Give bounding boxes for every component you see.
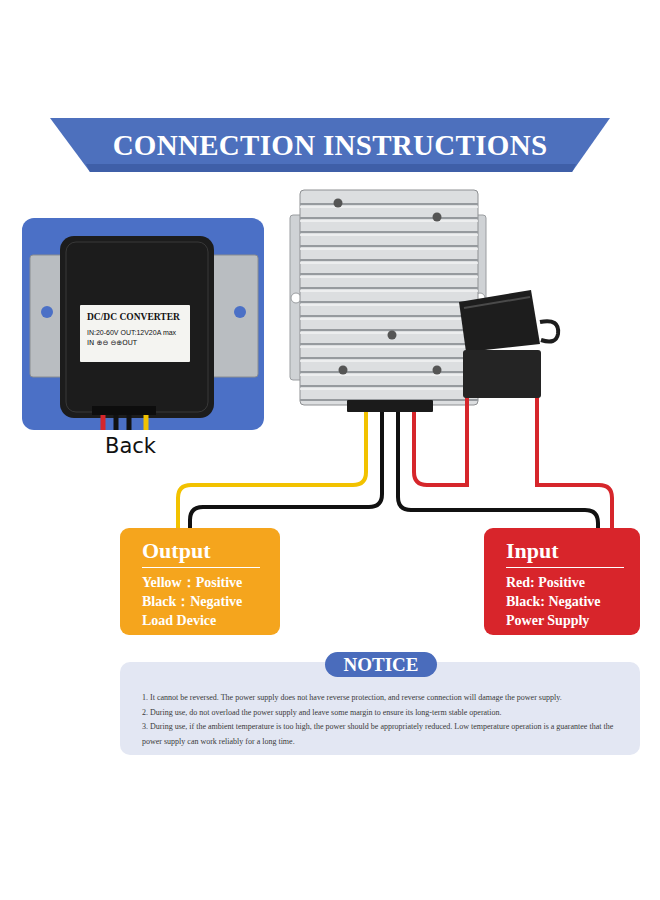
wire-note: Red: Positive: [506, 573, 632, 592]
screw: [433, 366, 442, 375]
banner-shade: [86, 164, 576, 172]
fuse-holder-body: [463, 350, 541, 398]
mounting-hole: [291, 293, 301, 303]
wire-note: Load Device: [142, 611, 272, 630]
note-text: 2. During use, do not overload the power…: [142, 706, 622, 721]
label-title: DC/DC CONVERTER: [87, 312, 184, 322]
wire-note: Black: Negative: [506, 592, 632, 611]
fin-highlights: [300, 207, 478, 389]
fuse-strap: [540, 321, 558, 341]
input-box: InputRed: PositiveBlack: NegativePower S…: [484, 528, 640, 635]
note-text: 3. During use, if the ambient temperatur…: [142, 720, 622, 749]
mounting-hole: [475, 293, 485, 303]
wire-red: [414, 395, 467, 485]
notice-heading: NOTICE: [325, 652, 437, 677]
screw: [433, 213, 442, 222]
diagram-title: CONNECTION INSTRUCTIONS: [0, 127, 660, 163]
box-heading: Output: [142, 538, 272, 564]
wire-note: Black：Negative: [142, 592, 272, 611]
base-plate: [290, 215, 486, 380]
heatsink-body: [300, 190, 478, 405]
view-caption: Back: [105, 434, 156, 458]
fuse-cap: [459, 290, 540, 352]
wire-note: Power Supply: [506, 611, 632, 630]
back-view-panel: BackDC/DC CONVERTERIN:20-60V OUT:12V20A …: [22, 218, 264, 430]
screw: [334, 199, 343, 208]
wire-note: Yellow：Positive: [142, 573, 272, 592]
note-text: 1. It cannot be reversed. The power supp…: [142, 691, 622, 706]
wire-red: [537, 395, 612, 528]
heading-rule: [506, 567, 624, 568]
wire-exit-block: [347, 400, 433, 412]
spec-text: IN:20-60V OUT:12V20A max: [87, 329, 184, 336]
output-box: OutputYellow：PositiveBlack：NegativeLoad …: [120, 528, 280, 635]
heatsink-fins: [300, 204, 478, 400]
wire-black: [398, 412, 598, 528]
cap-highlight: [464, 297, 530, 308]
screw: [388, 331, 397, 340]
product-label: DC/DC CONVERTER IN:20-60V OUT:12V20A maxI…: [80, 305, 190, 362]
screw: [339, 366, 348, 375]
pin-legend: IN ⊕⊖ ⊖⊕OUT: [87, 339, 184, 347]
box-heading: Input: [506, 538, 632, 564]
heading-rule: [142, 567, 260, 568]
notice-pill: NOTICE: [325, 652, 437, 677]
